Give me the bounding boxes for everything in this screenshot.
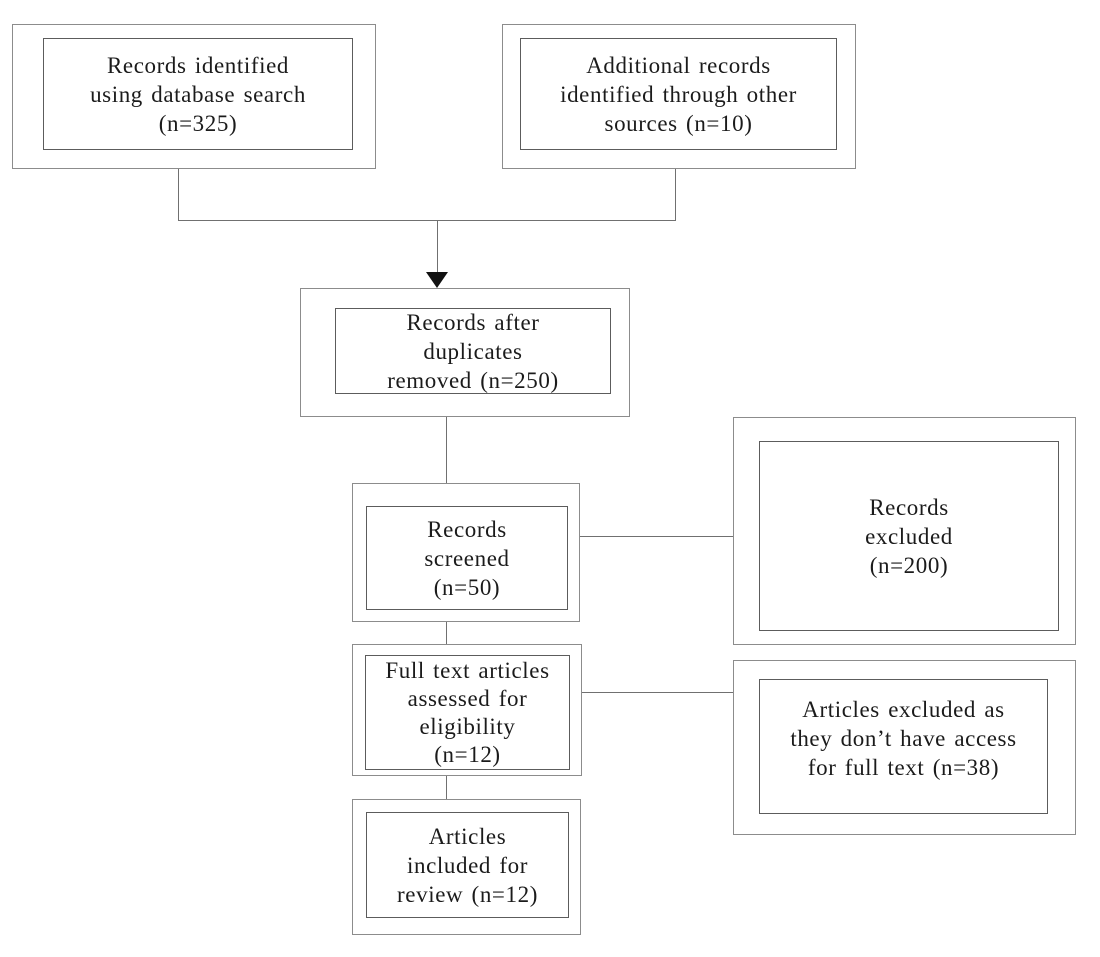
arrow-down-icon bbox=[426, 272, 448, 288]
box-records-excluded-frame: Records excluded (n=200) bbox=[759, 441, 1059, 631]
box-additional-records: Additional records identified through ot… bbox=[502, 24, 856, 169]
box-fulltext-assessed: Full text articles assessed for eligibil… bbox=[352, 644, 582, 776]
box-articles-included: Articles included for review (n=12) bbox=[352, 799, 581, 935]
box-duplicates-removed: Records after duplicates removed (n=250) bbox=[300, 288, 630, 417]
box-records-excluded-label: Records excluded (n=200) bbox=[865, 494, 953, 578]
box-records-identified-label: Records identified using database search… bbox=[90, 52, 306, 136]
box-articles-included-label: Articles included for review (n=12) bbox=[397, 823, 538, 907]
box-records-screened: Records screened (n=50) bbox=[352, 483, 580, 622]
connector-fulltext-included bbox=[446, 776, 447, 799]
box-fulltext-assessed-label: Full text articles assessed for eligibil… bbox=[385, 657, 550, 767]
box-additional-records-frame: Additional records identified through ot… bbox=[520, 38, 837, 150]
box-records-screened-frame: Records screened (n=50) bbox=[366, 506, 568, 610]
connector-screened-excluded bbox=[580, 536, 733, 537]
box-records-identified-frame: Records identified using database search… bbox=[43, 38, 353, 150]
connector-merge-down bbox=[437, 220, 438, 273]
box-additional-records-label: Additional records identified through ot… bbox=[560, 52, 797, 136]
box-duplicates-removed-frame: Records after duplicates removed (n=250) bbox=[335, 308, 611, 394]
box-fulltext-assessed-frame: Full text articles assessed for eligibil… bbox=[365, 655, 570, 770]
box-records-screened-label: Records screened (n=50) bbox=[424, 516, 510, 600]
box-records-excluded: Records excluded (n=200) bbox=[733, 417, 1076, 645]
box-duplicates-removed-label: Records after duplicates removed (n=250) bbox=[387, 309, 559, 393]
box-articles-included-frame: Articles included for review (n=12) bbox=[366, 812, 569, 918]
connector-additional-down bbox=[675, 169, 676, 221]
connector-screened-fulltext bbox=[446, 622, 447, 644]
connector-fulltext-excluded bbox=[582, 692, 733, 693]
connector-merge-horizontal bbox=[178, 220, 676, 221]
box-articles-excluded-label: Articles excluded as they don’t have acc… bbox=[790, 697, 1017, 780]
connector-duplicates-screened bbox=[446, 417, 447, 483]
box-records-identified: Records identified using database search… bbox=[12, 24, 376, 169]
connector-identified-down bbox=[178, 169, 179, 221]
box-articles-excluded-frame: Articles excluded as they don’t have acc… bbox=[759, 679, 1048, 814]
box-articles-excluded: Articles excluded as they don’t have acc… bbox=[733, 660, 1076, 835]
